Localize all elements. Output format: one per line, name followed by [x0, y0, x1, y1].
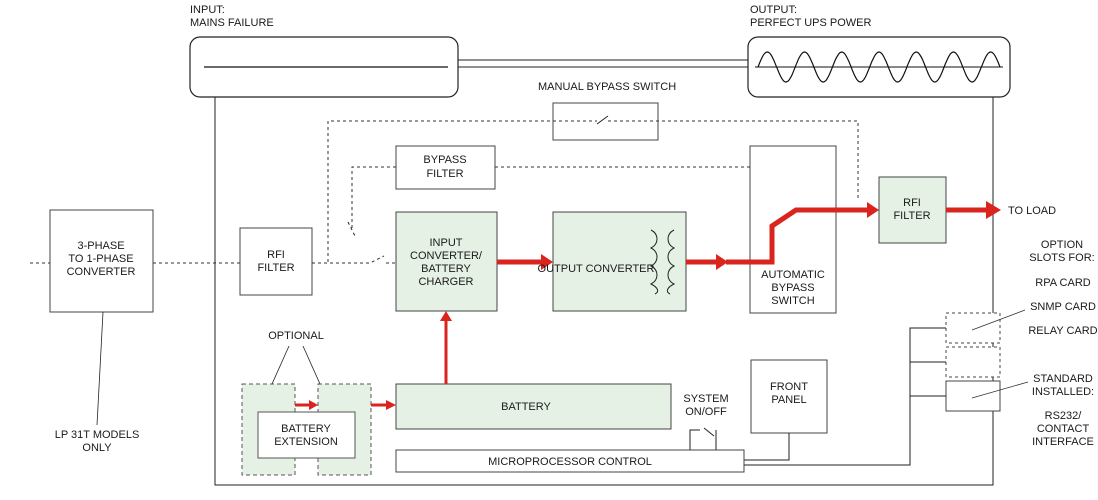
input-converter-label-1: INPUT	[430, 237, 463, 249]
automatic-bypass-label-2: BYPASS	[771, 282, 814, 294]
output-converter-label: OUTPUT CONVERTER	[538, 263, 655, 275]
standard-installed-label-2: INSTALLED:	[1032, 386, 1094, 398]
power-flow-arrowhead-3	[867, 202, 879, 218]
system-switch-label-2: ON/OFF	[685, 406, 727, 418]
bypass-switch-tick	[347, 221, 357, 239]
option-slot-1	[945, 312, 1001, 344]
rs232-label-2: CONTACT	[1037, 423, 1090, 435]
automatic-bypass-label-1: AUTOMATIC	[761, 269, 825, 281]
option-slots-label-1: OPTION	[1041, 239, 1083, 251]
battery-to-charger-arrow	[440, 311, 452, 321]
rfi-to-converter-dashed	[312, 255, 396, 264]
system-switch-label-1: SYSTEM	[683, 393, 728, 405]
to-load-label: TO LOAD	[1008, 205, 1056, 217]
output-sine-wave	[757, 51, 1001, 83]
front-panel-label-2: PANEL	[771, 394, 806, 406]
output-rfi-label-2: FILTER	[893, 210, 930, 222]
manual-bypass-label: MANUAL BYPASS SWITCH	[538, 81, 676, 93]
lp-note-leader	[96, 311, 104, 426]
battery-extension-label-1: BATTERY	[281, 423, 331, 435]
transformer-coil-right-icon	[666, 229, 676, 295]
battery-extension-arrow-2	[386, 400, 396, 410]
manual-bypass-switch-symbol	[596, 115, 609, 125]
input-converter-label-4: CHARGER	[418, 276, 473, 288]
slot-bus-wiring	[740, 327, 946, 466]
optional-leader-left	[271, 345, 290, 385]
power-flow-through-bypass	[726, 207, 870, 265]
phase-converter-label-2: TO 1-PHASE	[68, 253, 133, 265]
battery-extension-arrow-1	[309, 400, 318, 410]
optional-label: OPTIONAL	[268, 330, 324, 342]
microprocessor-control-box	[395, 449, 745, 473]
standard-slot	[945, 380, 1001, 412]
phase-converter-label-1: 3-PHASE	[77, 240, 124, 252]
power-flow-arrowhead-4	[986, 201, 1001, 219]
phase-converter-label-3: CONVERTER	[67, 266, 136, 278]
battery-box	[395, 383, 672, 430]
bypass-filter-label-1: BYPASS	[423, 154, 466, 166]
input-subtitle: MAINS FAILURE	[190, 17, 274, 29]
microprocessor-control-label: MICROPROCESSOR CONTROL	[488, 456, 652, 468]
battery-extension-label-box	[257, 411, 356, 459]
snmp-card-label: SNMP CARD	[1030, 301, 1096, 313]
power-flow-arrowhead-1	[541, 254, 553, 270]
option-slot-2	[945, 346, 1001, 378]
battery-extension-label-2: EXTENSION	[274, 436, 338, 448]
input-rfi-filter-box	[239, 227, 313, 296]
bypass-filter-label-2: FILTER	[426, 168, 463, 180]
rs232-label-1: RS232/	[1045, 410, 1083, 422]
output-subtitle: PERFECT UPS POWER	[750, 17, 871, 29]
input-converter-label-3: BATTERY	[421, 263, 471, 275]
snmp-leader	[971, 309, 1026, 331]
manual-bypass-path	[327, 120, 859, 262]
automatic-bypass-box	[749, 145, 837, 314]
rpa-card-label: RPA CARD	[1035, 277, 1090, 289]
automatic-bypass-label-3: SWITCH	[771, 295, 814, 307]
output-rfi-label-1: RFI	[903, 197, 921, 209]
input-converter-label-2: CONVERTER/	[410, 250, 483, 262]
output-rfi-filter-box	[878, 176, 947, 244]
battery-label: BATTERY	[501, 401, 551, 413]
rs232-label-3: INTERFACE	[1032, 436, 1094, 448]
optional-leader-right	[302, 345, 321, 385]
option-slots-label-2: SLOTS FOR:	[1029, 252, 1094, 264]
transformer-coil-left-icon	[649, 229, 659, 295]
input-rfi-label-1: RFI	[267, 249, 285, 261]
front-panel-link	[744, 433, 790, 461]
lp-note-line-1: LP 31T MODELS	[55, 429, 140, 441]
phase-converter-box	[49, 209, 154, 313]
input-rfi-label-2: FILTER	[257, 262, 294, 274]
standard-installed-label-1: STANDARD	[1033, 373, 1093, 385]
system-switch-symbol	[689, 427, 717, 450]
bypass-filter-box	[395, 145, 496, 190]
manual-bypass-box	[552, 102, 659, 141]
relay-card-label: RELAY CARD	[1028, 325, 1097, 337]
output-converter-box	[552, 211, 687, 312]
front-panel-label-1: FRONT	[770, 381, 808, 393]
output-title: OUTPUT:	[750, 4, 797, 16]
lp-note-line-2: ONLY	[82, 442, 112, 454]
input-title: INPUT:	[190, 4, 225, 16]
rs232-leader	[971, 381, 1029, 399]
power-flow-arrowhead-2	[716, 254, 728, 270]
